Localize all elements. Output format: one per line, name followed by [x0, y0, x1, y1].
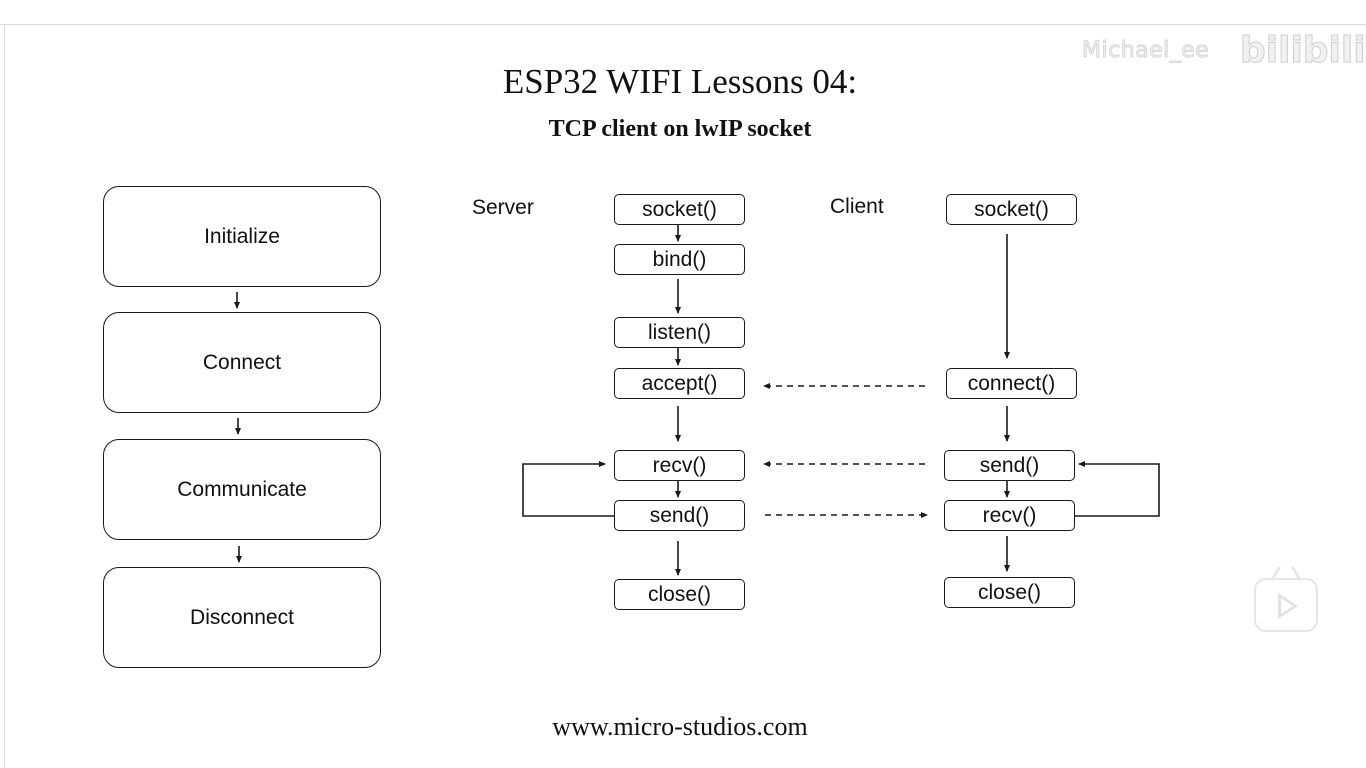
- client-recv-box: recv(): [944, 500, 1075, 531]
- server-socket-box: socket(): [614, 194, 745, 225]
- page-subtitle: TCP client on lwIP socket: [548, 116, 812, 142]
- stage-disconnect: Disconnect: [103, 567, 381, 668]
- server-bind-box: bind(): [614, 244, 745, 275]
- footer-url: www.micro-studios.com: [552, 712, 808, 741]
- server-accept-box: accept(): [614, 368, 745, 399]
- bilibili-logo-icon: bilibili: [1240, 30, 1366, 72]
- server-listen-box: listen(): [614, 317, 745, 348]
- server-label: Server: [472, 196, 534, 219]
- server-loop: [522, 461, 614, 517]
- client-connect-box: connect(): [946, 368, 1077, 399]
- server-send-box: send(): [614, 500, 745, 531]
- stage-communicate: Communicate: [103, 439, 381, 540]
- left-divider: [4, 24, 5, 768]
- watermark-name: Michael_ee: [1081, 38, 1210, 64]
- client-loop: [1075, 461, 1160, 517]
- watermark: Michael_ee bilibili: [1081, 30, 1366, 74]
- client-label: Client: [830, 195, 884, 218]
- top-divider: [0, 24, 1366, 25]
- client-send-box: send(): [944, 450, 1075, 481]
- stage-initialize: Initialize: [103, 186, 381, 287]
- client-socket-box: socket(): [946, 194, 1077, 225]
- server-recv-box: recv(): [614, 450, 745, 481]
- client-close-box: close(): [944, 577, 1075, 608]
- play-button[interactable]: [1254, 578, 1318, 632]
- server-close-box: close(): [614, 579, 745, 610]
- page-title: ESP32 WIFI Lessons 04:: [502, 62, 858, 101]
- stage-connect: Connect: [103, 312, 381, 413]
